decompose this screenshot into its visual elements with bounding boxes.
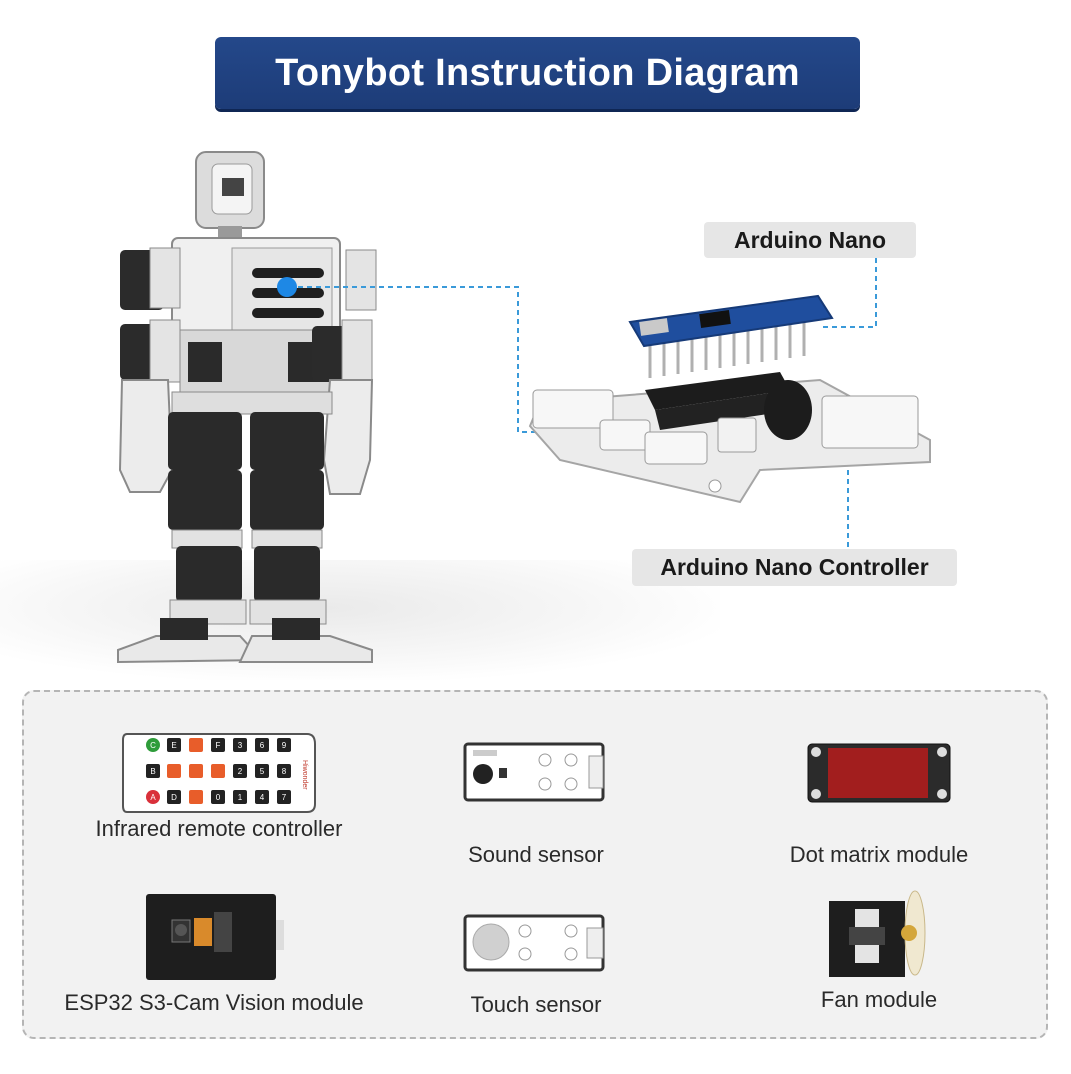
svg-text:A: A xyxy=(150,793,156,802)
svg-text:2: 2 xyxy=(238,767,243,776)
title-banner: Tonybot Instruction Diagram xyxy=(215,37,860,109)
arduino-nano-label: Arduino Nano xyxy=(704,222,916,258)
svg-text:F: F xyxy=(216,741,221,750)
arduino-nano-controller-label: Arduino Nano Controller xyxy=(632,549,957,586)
module-label: Touch sensor xyxy=(470,992,602,1017)
dot-matrix-icon xyxy=(807,743,951,803)
module-label: ESP32 S3-Cam Vision module xyxy=(64,990,364,1015)
page-title: Tonybot Instruction Diagram xyxy=(275,51,800,94)
svg-text:0: 0 xyxy=(216,793,221,802)
svg-text:3: 3 xyxy=(238,741,243,750)
module-label: Dot matrix module xyxy=(789,842,969,867)
svg-text:1: 1 xyxy=(238,793,243,802)
module-sound-sensor: Sound sensor xyxy=(436,742,636,868)
svg-text:D: D xyxy=(171,793,177,802)
module-label: Sound sensor xyxy=(468,842,604,867)
chest-marker-icon xyxy=(277,277,297,297)
module-label: Fan module xyxy=(820,987,938,1012)
svg-text:5: 5 xyxy=(260,767,265,776)
touch-sensor-icon xyxy=(463,914,605,972)
modules-panel: C E F 3 6 9 B 2 5 8 A D 0 1 4 7 xyxy=(22,690,1048,1039)
module-label: Infrared remote controller xyxy=(95,816,343,841)
module-ir-remote: C E F 3 6 9 B 2 5 8 A D 0 1 4 7 xyxy=(74,730,364,842)
tonybot-robot-icon xyxy=(117,151,377,664)
svg-text:4: 4 xyxy=(260,793,265,802)
svg-text:C: C xyxy=(150,741,156,750)
module-camera: ESP32 S3-Cam Vision module xyxy=(54,890,374,1016)
svg-text:E: E xyxy=(171,741,176,750)
svg-text:7: 7 xyxy=(282,793,287,802)
fan-module-icon xyxy=(829,890,926,977)
svg-text:6: 6 xyxy=(260,741,265,750)
module-dot-matrix: Dot matrix module xyxy=(744,742,1014,868)
remote-brand-text: Hiwonder xyxy=(301,760,308,790)
svg-text:8: 8 xyxy=(282,767,287,776)
svg-text:B: B xyxy=(150,767,155,776)
module-touch-sensor: Touch sensor xyxy=(436,914,636,1018)
sound-sensor-icon xyxy=(463,742,605,802)
ir-remote-icon: C E F 3 6 9 B 2 5 8 A D 0 1 4 7 xyxy=(122,733,316,813)
robot-scene xyxy=(117,151,931,664)
nano-controller-board-icon xyxy=(528,294,931,504)
svg-text:9: 9 xyxy=(282,741,287,750)
camera-module-icon xyxy=(146,894,284,980)
module-fan: Fan module xyxy=(744,887,1014,1013)
